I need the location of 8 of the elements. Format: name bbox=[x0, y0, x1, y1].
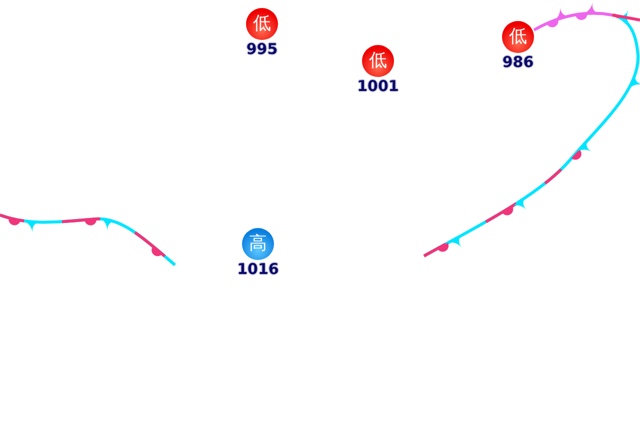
pressure-value: 995 bbox=[245, 41, 279, 57]
pressure-value: 1001 bbox=[356, 78, 400, 94]
pressure-center-badge: 低 bbox=[502, 21, 534, 53]
pressure-value: 1016 bbox=[236, 261, 280, 277]
pressure-center-badge: 高 bbox=[242, 228, 274, 260]
pressure-value: 986 bbox=[501, 54, 535, 70]
pressure-center-badge: 低 bbox=[246, 8, 278, 40]
pressure-center-badge: 低 bbox=[362, 45, 394, 77]
